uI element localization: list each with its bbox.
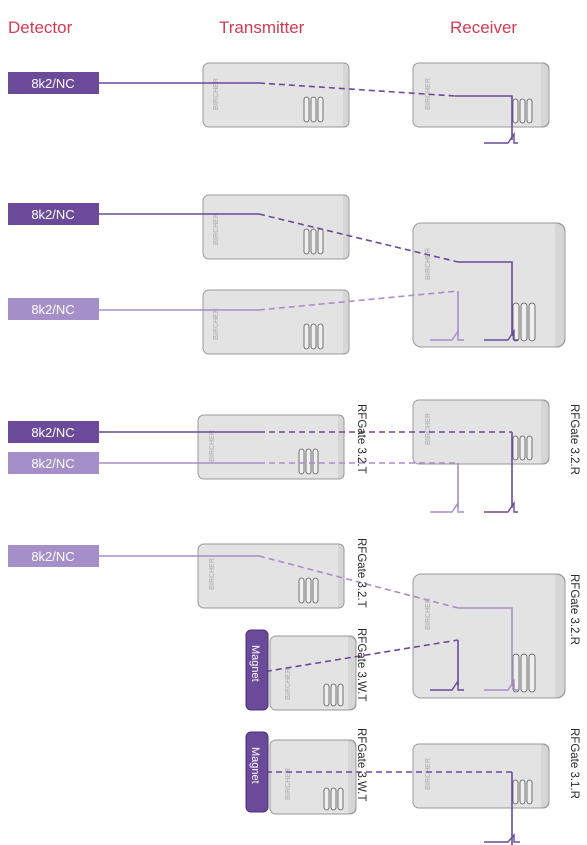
detector-label: 8k2/NC <box>31 425 74 440</box>
transmitter-model-label: RFGate 3.W.T <box>355 728 367 802</box>
receiver-device <box>412 222 566 348</box>
transmitter-device <box>197 543 345 609</box>
detector-box <box>8 72 99 94</box>
detector-label: 8k2/NC <box>31 302 74 317</box>
row-4: BIRCHER BIRCHER BIRCHER 8k2/NC Magnet RF… <box>8 538 580 711</box>
magnet-label: Magnet <box>249 747 261 784</box>
header-transmitter: Transmitter <box>219 18 305 37</box>
brand-logo: BIRCHER <box>425 248 432 280</box>
transmitter-device <box>202 194 350 260</box>
receiver-model-label: RFGate 3.1.R <box>568 728 580 799</box>
transmitter-model-label: RFGate 3.2.T <box>355 404 367 474</box>
detector-label: 8k2/NC <box>31 207 74 222</box>
brand-logo: BIRCHER <box>425 78 432 110</box>
row-2: BIRCHER BIRCHER BIRCHER 8k2/NC 8k2/NC <box>8 194 566 355</box>
transmitter-device <box>197 414 345 480</box>
detector-box <box>8 421 99 443</box>
header-receiver: Receiver <box>450 18 517 37</box>
brand-logo: BIRCHER <box>213 78 220 110</box>
transmitter-model-label: RFGate 3.W.T <box>355 628 367 702</box>
row-5: BIRCHER BIRCHER Magnet RFGate 3.W.T RFGa… <box>245 728 580 845</box>
transmitter-device <box>202 289 350 355</box>
row-3: BIRCHER BIRCHER 8k2/NC 8k2/NC RFGate 3.2… <box>8 399 580 513</box>
detector-box <box>8 452 99 474</box>
transmitter-model-label: RFGate 3.2.T <box>355 538 367 608</box>
brand-logo: BIRCHER <box>209 558 216 590</box>
detector-label: 8k2/NC <box>31 76 74 91</box>
transmitter-device-w <box>269 739 357 815</box>
brand-logo: BIRCHER <box>209 430 216 462</box>
transmitter-device-w <box>269 635 357 711</box>
detector-label: 8k2/NC <box>31 456 74 471</box>
row-1: BIRCHER BIRCHER 8k2/NC <box>8 62 550 144</box>
detector-box <box>8 545 99 567</box>
detector-box <box>8 298 99 320</box>
receiver-model-label: RFGate 3.2.R <box>568 574 580 645</box>
transmitter-device <box>202 62 350 128</box>
brand-logo: BIRCHER <box>213 213 220 245</box>
receiver-device <box>412 573 566 699</box>
detector-box <box>8 203 99 225</box>
brand-logo: BIRCHER <box>285 768 292 800</box>
header-detector: Detector <box>8 18 73 37</box>
receiver-model-label: RFGate 3.2.R <box>568 404 580 475</box>
receiver-device <box>412 743 550 809</box>
magnet <box>245 629 269 711</box>
brand-logo: BIRCHER <box>425 598 432 630</box>
magnet <box>245 731 269 813</box>
magnet-label: Magnet <box>249 645 261 682</box>
brand-logo: BIRCHER <box>425 758 432 790</box>
brand-logo: BIRCHER <box>213 308 220 340</box>
brand-logo: BIRCHER <box>285 668 292 700</box>
detector-label: 8k2/NC <box>31 549 74 564</box>
brand-logo: BIRCHER <box>425 413 432 445</box>
